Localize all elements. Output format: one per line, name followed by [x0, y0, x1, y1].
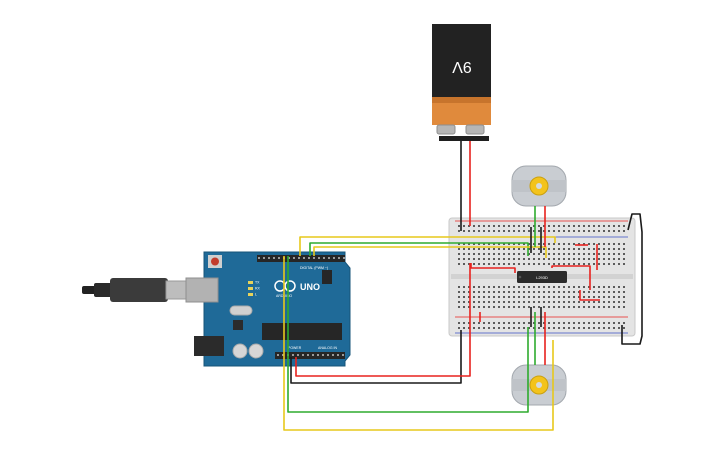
- motor-icon: [511, 364, 567, 406]
- chip-label: L293D: [536, 275, 548, 280]
- arduino-rx-label: RX: [255, 287, 261, 291]
- red-wire[interactable]: [551, 265, 591, 290]
- yellow-wire[interactable]: [283, 256, 554, 431]
- arduino-uno[interactable]: UNO ARDUINO DIGITAL (PWM ~) POWER ANALOG…: [185, 251, 351, 367]
- motor-bottom[interactable]: [511, 364, 567, 406]
- arduino-l-label: L: [255, 293, 257, 297]
- usb-cable-icon: [82, 278, 187, 302]
- breadboard-holes: [458, 225, 625, 329]
- battery-icon: [432, 24, 491, 141]
- black-wire[interactable]: [290, 330, 462, 384]
- green-wire[interactable]: [309, 242, 529, 256]
- arduino-tx-label: TX: [255, 281, 260, 285]
- arduino-analog-label: ANALOG IN: [318, 346, 338, 350]
- motor-icon: [511, 165, 567, 207]
- wires: [283, 141, 643, 431]
- red-wire[interactable]: [579, 290, 600, 301]
- battery-label: 9V: [452, 58, 472, 75]
- l293d-chip[interactable]: L293D: [517, 271, 567, 283]
- yellow-wire[interactable]: [313, 246, 547, 258]
- red-wire[interactable]: [470, 263, 516, 273]
- arduino-digital-label: DIGITAL (PWM ~): [300, 266, 328, 270]
- arduino-model-label: UNO: [300, 282, 320, 292]
- yellow-wire[interactable]: [299, 236, 556, 256]
- motor-top[interactable]: [511, 165, 567, 207]
- arduino-logo-icon: [274, 280, 296, 292]
- red-wire[interactable]: [295, 263, 471, 377]
- arduino-power-label: POWER: [288, 346, 302, 350]
- black-wire[interactable]: [621, 213, 643, 345]
- battery-9v[interactable]: 9V: [432, 24, 491, 141]
- green-wire[interactable]: [287, 256, 529, 413]
